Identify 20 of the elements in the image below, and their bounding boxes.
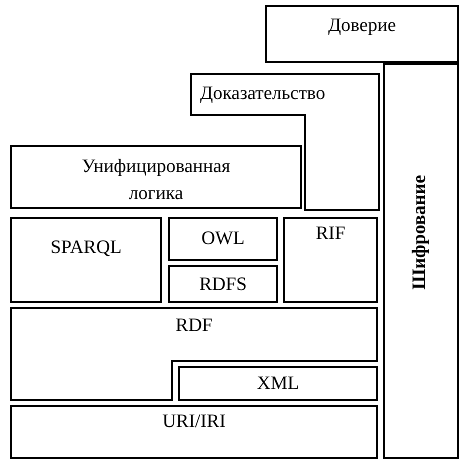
layer-label: Унифицированная логика: [80, 155, 232, 206]
layer-label: RIF: [316, 223, 346, 245]
layer-label: Шифрование: [409, 175, 431, 290]
layer-label: RDFS: [199, 274, 247, 296]
layer-block: [10, 405, 378, 459]
layer-label: SPARQL: [50, 237, 122, 259]
layer-block: [283, 217, 378, 303]
layer-block: [168, 217, 278, 261]
layer-block: [10, 145, 302, 209]
layer-label: RDF: [176, 315, 212, 337]
layer-label: Доверие: [328, 15, 396, 37]
layer-label: URI/IRI: [162, 411, 226, 433]
layer-block: [178, 366, 378, 401]
layer-label: Доказательство: [200, 83, 326, 105]
layer-block: [383, 63, 459, 459]
layer-block: [265, 5, 459, 63]
layer-label: XML: [256, 373, 300, 395]
layer-label: OWL: [201, 228, 245, 250]
layer-block: [168, 265, 278, 303]
layer-block: [10, 217, 162, 303]
